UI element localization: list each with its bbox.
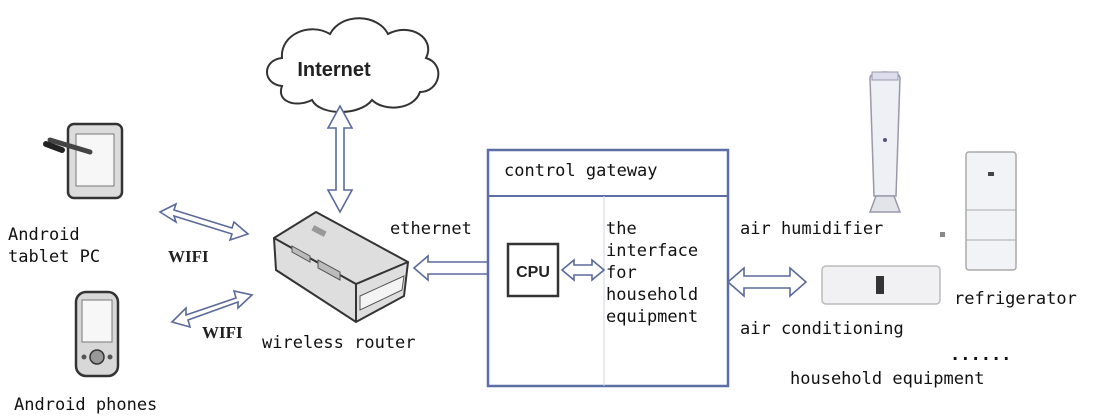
- humidifier-dot: [940, 232, 945, 237]
- tablet-label-line1: Android: [8, 225, 80, 245]
- phone-label: Android phones: [14, 395, 157, 415]
- wifi-top-label: WIFI: [168, 247, 209, 266]
- ellipsis-label: ......: [950, 345, 1011, 365]
- air-conditioning-label: air conditioning: [740, 319, 904, 339]
- gateway-title: control gateway: [504, 161, 658, 181]
- cpu-box: [506, 242, 560, 298]
- router-icon: [272, 210, 410, 324]
- air-conditioner-icon: [821, 265, 941, 305]
- interface-line-1: the: [606, 219, 637, 239]
- humidifier-label: air humidifier: [740, 219, 883, 239]
- interface-line-5: equipment: [606, 307, 698, 327]
- interface-line-3: for: [606, 263, 637, 283]
- cpu-label: CPU: [516, 264, 550, 281]
- gateway-appliances-arrow: [726, 266, 808, 298]
- refrigerator-icon: [965, 151, 1017, 271]
- ethernet-label: ethernet: [390, 219, 472, 239]
- wifi-bottom-label: WIFI: [202, 323, 243, 342]
- internet-cloud: Internet: [266, 17, 440, 113]
- internet-label: Internet: [297, 59, 371, 81]
- tablet-router-arrow: [158, 202, 250, 242]
- tablet-label-line2: tablet PC: [8, 247, 100, 267]
- refrigerator-label: refrigerator: [954, 289, 1077, 309]
- household-equipment-label: household equipment: [790, 369, 984, 389]
- interface-line-4: household: [606, 285, 698, 305]
- router-label: wireless router: [262, 333, 416, 353]
- phone-router-arrow: [170, 289, 254, 329]
- internet-router-arrow: [326, 104, 354, 214]
- humidifier-icon: [868, 71, 902, 213]
- interface-line-2: interface: [606, 241, 698, 261]
- cpu-interface-arrow: [560, 258, 606, 282]
- phone-icon: [74, 290, 120, 378]
- tablet-icon: [43, 122, 124, 200]
